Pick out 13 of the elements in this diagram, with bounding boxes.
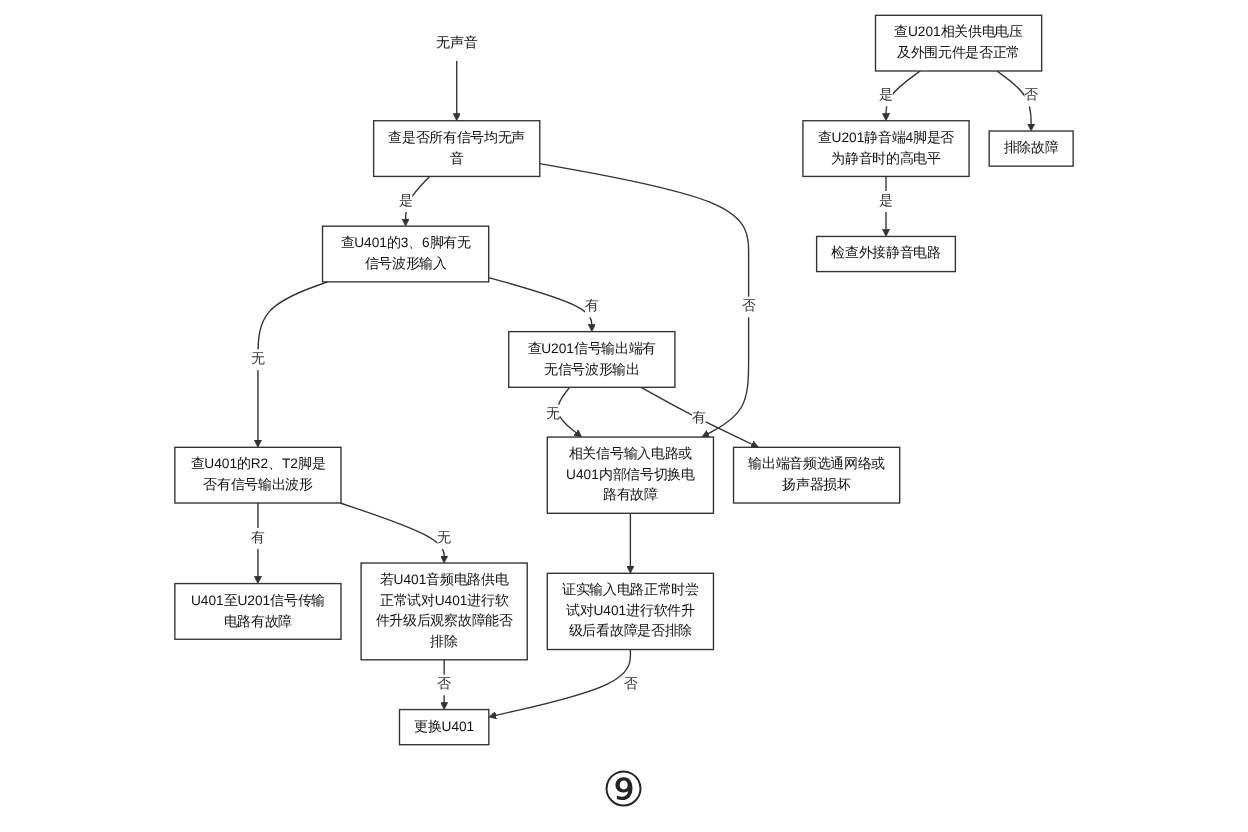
arrow bbox=[996, 70, 1036, 132]
arrow bbox=[626, 512, 635, 574]
arrow bbox=[488, 648, 632, 720]
arrow bbox=[452, 60, 461, 122]
arrow bbox=[253, 281, 329, 448]
arrow bbox=[253, 502, 262, 584]
arrow bbox=[882, 70, 921, 122]
arrow bbox=[488, 276, 596, 332]
arrow bbox=[557, 386, 582, 438]
arrow bbox=[339, 502, 449, 564]
arrow bbox=[640, 386, 759, 448]
figure-number: ⑨ bbox=[602, 764, 646, 820]
arrow bbox=[539, 162, 750, 438]
